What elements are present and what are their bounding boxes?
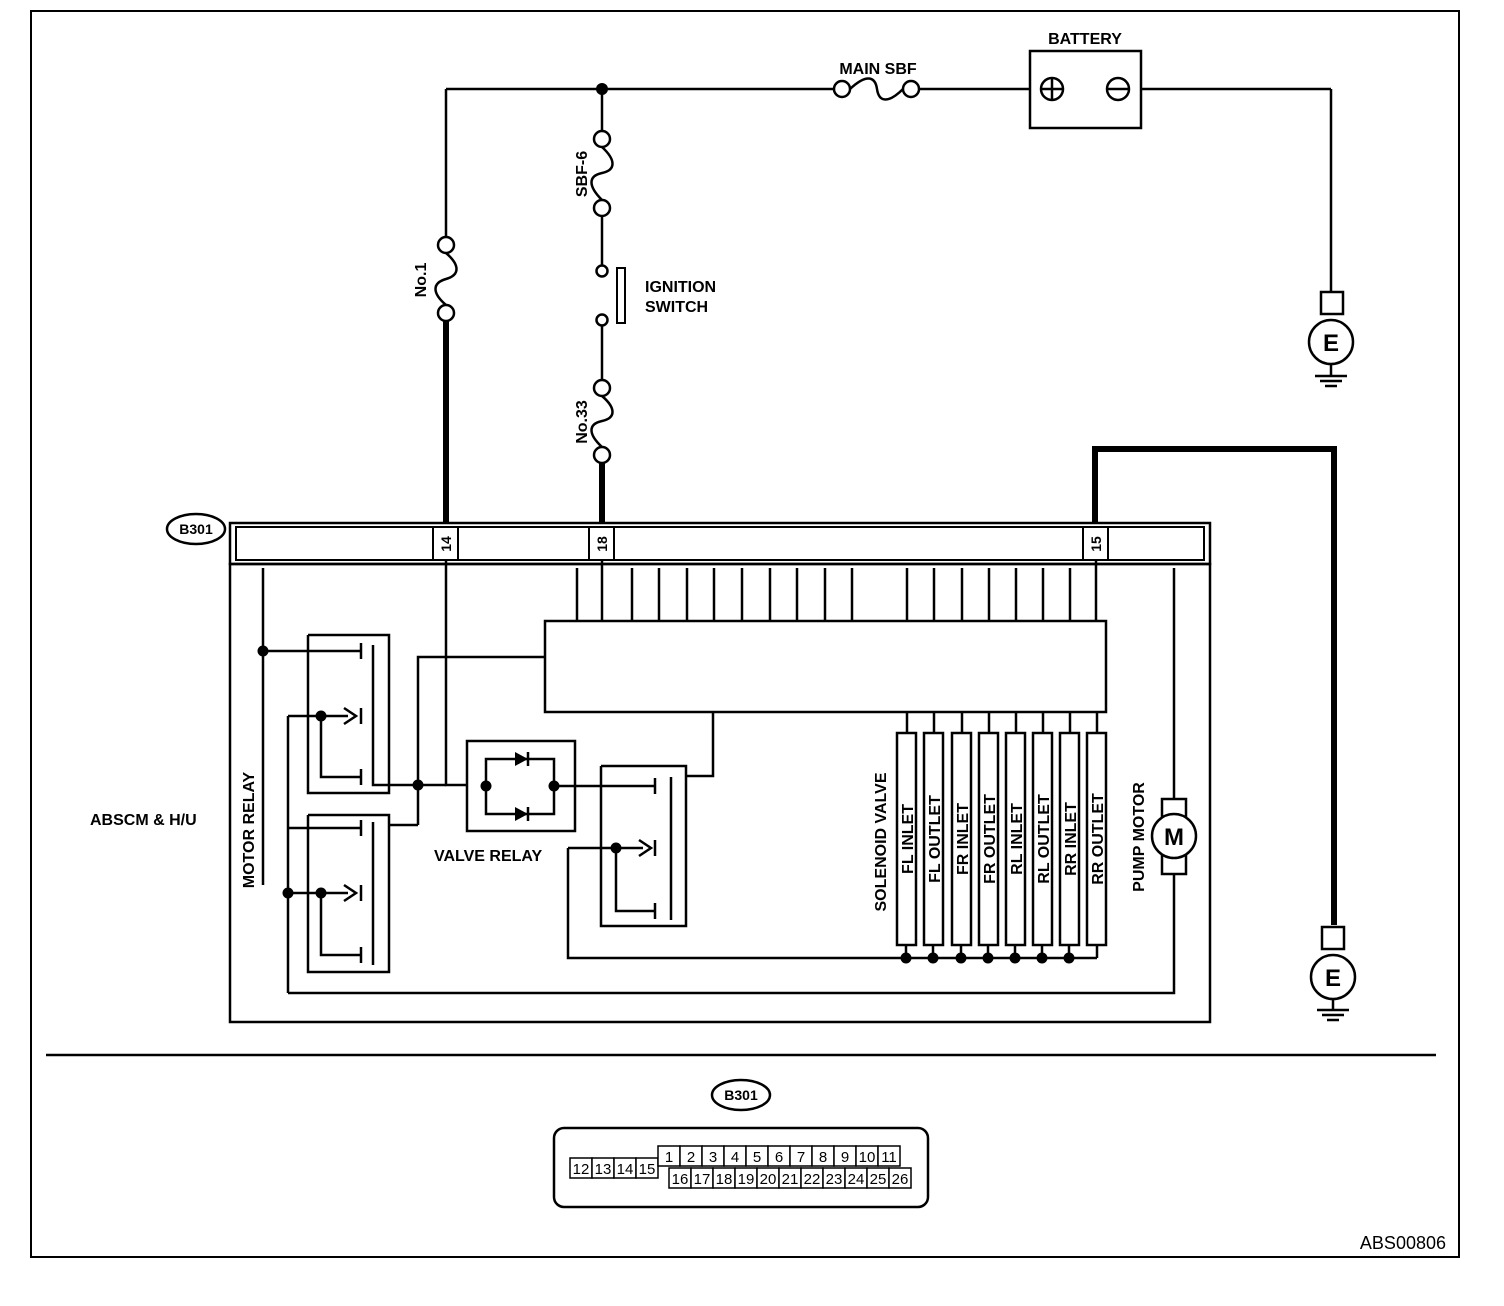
connector-pinout: B301 12 13 14 15 1 2 [552,1078,930,1209]
terminal-14-label: 14 [438,536,454,552]
solenoid-rr-outlet: RR OUTLET [1085,712,1108,958]
svg-text:1: 1 [665,1149,673,1166]
svg-text:14: 14 [617,1161,634,1178]
main-sbf-label: MAIN SBF [839,61,917,78]
control-unit-input-leads [575,560,1098,621]
motor-relay: MOTOR RELAY [241,568,545,993]
ground-icon: E [1323,330,1339,357]
solenoid-fl-inlet: FL INLET [895,712,918,964]
svg-text:2: 2 [687,1149,695,1166]
figure-code: ABS00806 [1360,1233,1446,1253]
svg-text:RR OUTLET: RR OUTLET [1090,793,1107,885]
svg-text:23: 23 [826,1171,843,1188]
svg-text:5: 5 [753,1149,761,1166]
svg-text:11: 11 [881,1149,897,1166]
svg-text:16: 16 [672,1171,689,1188]
control-unit-block [543,619,1108,714]
solenoid-rl-outlet: RL OUTLET [1031,712,1054,964]
ground-2: E [1092,446,1357,1022]
pinout-bottom-row: 16 17 18 19 20 21 22 23 24 25 26 [668,1167,912,1189]
fuse-no1-label: No.1 [413,263,430,298]
svg-text:26: 26 [892,1171,909,1188]
solenoid-valves: SOLENOID VALVE FL INLET FL OUTLET [873,712,1108,964]
power-supply-wiring [443,83,1333,526]
valve-relay-diodes: VALVE RELAY [434,739,577,865]
fuse-no33-label: No.33 [574,400,591,444]
connector-id-label: B301 [179,521,213,537]
page-frame [30,10,1460,1258]
ground-1: E [1307,290,1355,388]
ground-icon: E [1325,965,1341,992]
pump-motor: M PUMP MOTOR [288,568,1198,995]
svg-text:3: 3 [709,1149,717,1166]
solenoid-fr-inlet: FR INLET [950,712,973,964]
main-sbf-fuse: MAIN SBF [832,61,921,101]
solenoid-rr-inlet: RR INLET [1058,712,1081,964]
fuse-no1: No.1 [413,235,458,323]
svg-text:18: 18 [716,1171,733,1188]
svg-text:7: 7 [797,1149,805,1166]
svg-text:17: 17 [694,1171,711,1188]
svg-text:RL INLET: RL INLET [1009,803,1026,875]
svg-text:8: 8 [819,1149,827,1166]
svg-text:12: 12 [573,1161,590,1178]
svg-text:19: 19 [738,1171,755,1188]
valve-relay [554,712,1097,960]
solenoid-fl-outlet: FL OUTLET [922,712,945,964]
svg-text:4: 4 [731,1149,739,1166]
fuse-no33: No.33 [574,378,614,465]
pinout-top-row: 1 2 3 4 5 6 7 8 9 10 11 [657,1145,901,1167]
terminal-15-label: 15 [1088,536,1104,552]
svg-text:FL OUTLET: FL OUTLET [927,795,944,883]
solenoid-valve-label: SOLENOID VALVE [873,772,890,911]
svg-text:10: 10 [859,1149,876,1166]
ignition-switch: IGNITION SWITCH [595,264,716,327]
svg-text:RR INLET: RR INLET [1063,802,1080,876]
svg-text:20: 20 [760,1171,777,1188]
battery-label: BATTERY [1048,31,1122,48]
ignition-switch-label-1: IGNITION [645,279,716,296]
module-label: ABSCM & H/U [90,812,197,829]
svg-text:FR INLET: FR INLET [955,803,972,875]
svg-text:24: 24 [848,1171,865,1188]
svg-text:RL OUTLET: RL OUTLET [1036,794,1053,884]
pinout-connector-id: B301 [724,1087,758,1103]
svg-text:FL INLET: FL INLET [900,804,917,874]
svg-text:9: 9 [841,1149,849,1166]
svg-text:6: 6 [775,1149,783,1166]
sbf6-label: SBF-6 [574,151,591,197]
b301-connector: B301 14 18 15 [165,512,1212,566]
solenoid-fr-outlet: FR OUTLET [977,712,1000,964]
motor-relay-label: MOTOR RELAY [241,771,258,888]
svg-text:21: 21 [782,1171,799,1188]
pinout-left-block: 12 13 14 15 [569,1157,659,1179]
svg-text:FR OUTLET: FR OUTLET [982,794,999,884]
abscm-module: ABSCM & H/U [90,560,1212,1024]
battery: BATTERY [1028,31,1143,130]
sbf6-fuse: SBF-6 [574,129,614,218]
motor-icon: M [1164,824,1184,851]
valve-relay-label: VALVE RELAY [434,848,543,865]
solenoid-rl-inlet: RL INLET [1004,712,1027,964]
terminal-18-label: 18 [594,536,610,552]
pump-motor-label: PUMP MOTOR [1131,782,1148,892]
svg-text:22: 22 [804,1171,821,1188]
svg-text:15: 15 [639,1161,656,1178]
ignition-switch-label-2: SWITCH [645,299,708,316]
svg-text:25: 25 [870,1171,887,1188]
svg-text:13: 13 [595,1161,612,1178]
